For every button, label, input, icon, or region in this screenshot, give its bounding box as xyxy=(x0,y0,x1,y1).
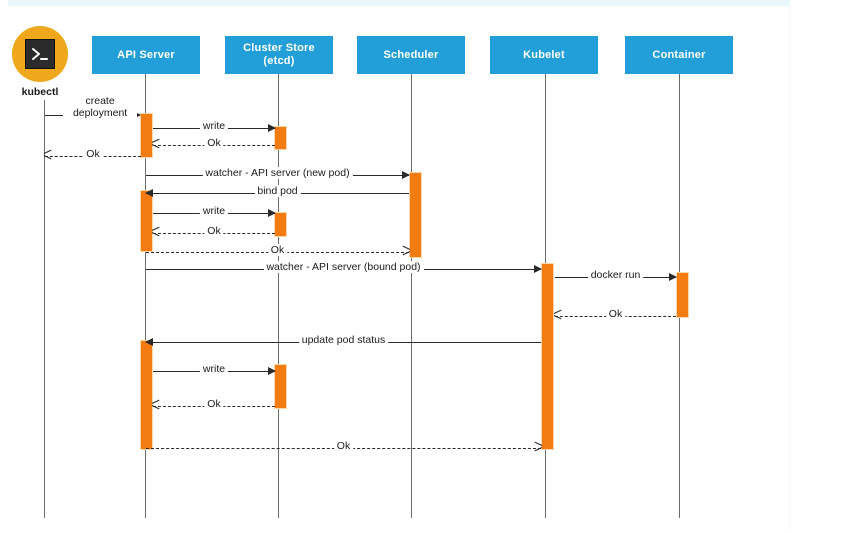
message-watcher-bound-pod: watcher - API server (bound pod) xyxy=(146,261,542,273)
arrowhead-right-icon xyxy=(402,248,410,256)
participant-kubelet-label: Kubelet xyxy=(523,48,565,61)
arrowhead-left-icon xyxy=(44,152,52,160)
message-write-2-label: write xyxy=(199,205,229,217)
message-write-3-label: write xyxy=(199,363,229,375)
arrowhead-right-icon xyxy=(534,444,542,452)
participant-cluster-store-label-line2: (etcd) xyxy=(263,55,295,67)
arrowhead-right-icon xyxy=(669,273,677,281)
lifeline-api-server xyxy=(145,74,146,518)
participant-cluster-store-label-line1: Cluster Store xyxy=(243,42,315,54)
message-write-2: write xyxy=(153,205,276,217)
arrowhead-left-icon xyxy=(554,312,562,320)
message-ok-etcd-to-api-2: Ok xyxy=(153,225,275,237)
arrowhead-right-icon xyxy=(268,209,276,217)
message-ok-api-to-kubelet: Ok xyxy=(146,440,541,452)
message-update-pod-status: update pod status xyxy=(145,334,541,346)
activation-etcd-3 xyxy=(274,364,287,409)
message-create-deployment: create deployment xyxy=(45,95,141,119)
activation-etcd-2 xyxy=(274,212,287,237)
message-write-1-label: write xyxy=(199,120,229,132)
arrowhead-left-icon xyxy=(152,229,160,237)
message-ok-api-to-kubectl-label: Ok xyxy=(83,148,103,160)
arrowhead-right-icon xyxy=(268,124,276,132)
participant-scheduler-label: Scheduler xyxy=(383,48,439,61)
participant-scheduler: Scheduler xyxy=(357,36,465,74)
message-write-3: write xyxy=(153,363,276,375)
participant-kubelet: Kubelet xyxy=(490,36,598,74)
arrowhead-right-icon xyxy=(402,171,410,179)
message-docker-run: docker run xyxy=(555,269,677,281)
activation-api-server-1 xyxy=(140,113,153,158)
lifeline-scheduler xyxy=(411,74,412,518)
arrowhead-right-icon xyxy=(268,367,276,375)
message-ok-etcd-to-api-1-label: Ok xyxy=(204,137,224,149)
message-ok-etcd-to-api-3: Ok xyxy=(153,398,275,410)
activation-api-server-2 xyxy=(140,190,153,252)
message-write-1: write xyxy=(153,120,276,132)
arrowhead-left-icon xyxy=(145,338,153,346)
message-ok-etcd-to-api-1: Ok xyxy=(153,137,275,149)
arrowhead-left-icon xyxy=(145,189,153,197)
participant-container: Container xyxy=(625,36,733,74)
message-bind-pod: bind pod xyxy=(145,185,409,197)
message-ok-api-to-scheduler: Ok xyxy=(146,244,409,256)
arrowhead-left-icon xyxy=(152,141,160,149)
arrowhead-left-icon xyxy=(152,402,160,410)
message-ok-container-to-kubelet: Ok xyxy=(555,308,676,320)
participant-container-label: Container xyxy=(652,48,706,61)
message-watcher-bound-pod-label: watcher - API server (bound pod) xyxy=(263,261,424,273)
participant-cluster-store: Cluster Store (etcd) xyxy=(225,36,333,74)
lifeline-kubectl xyxy=(44,100,45,518)
message-ok-api-to-scheduler-label: Ok xyxy=(267,244,288,256)
message-ok-container-to-kubelet-label: Ok xyxy=(605,308,626,320)
message-watcher-new-pod: watcher - API server (new pod) xyxy=(146,167,410,179)
terminal-icon xyxy=(25,39,55,69)
message-ok-api-to-kubelet-label: Ok xyxy=(333,440,354,452)
activation-container-1 xyxy=(676,272,689,318)
actor-kubectl-label: kubectl xyxy=(21,86,59,98)
message-create-deployment-label: create deployment xyxy=(63,95,138,119)
activation-etcd-1 xyxy=(274,126,287,150)
message-bind-pod-label: bind pod xyxy=(254,185,301,197)
arrowhead-right-icon xyxy=(534,265,542,273)
participant-api-server-label: API Server xyxy=(117,48,175,61)
message-update-pod-status-label: update pod status xyxy=(298,334,389,346)
participant-api-server: API Server xyxy=(92,36,200,74)
actor-kubectl xyxy=(12,26,68,82)
page-top-edge xyxy=(8,0,790,5)
message-ok-etcd-to-api-3-label: Ok xyxy=(204,398,224,410)
message-ok-api-to-kubectl: Ok xyxy=(45,148,141,160)
activation-scheduler-1 xyxy=(409,172,422,258)
activation-api-server-3 xyxy=(140,340,153,450)
message-watcher-new-pod-label: watcher - API server (new pod) xyxy=(202,167,353,179)
activation-kubelet-1 xyxy=(541,263,554,450)
message-ok-etcd-to-api-2-label: Ok xyxy=(204,225,224,237)
message-docker-run-label: docker run xyxy=(587,269,644,281)
lifeline-etcd xyxy=(278,74,279,518)
